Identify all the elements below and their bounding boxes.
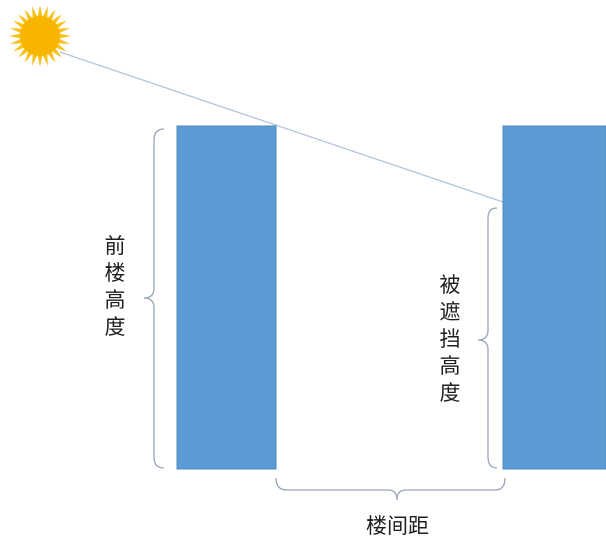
front-height-bracket [143,128,165,469]
front-building-height-label: 前楼高度 [104,234,126,339]
sunlight-line [59,51,504,203]
front-building [176,125,277,470]
sun-icon [9,5,71,67]
rear-building [502,125,606,470]
spacing-bracket [275,477,506,501]
shaded-height-label: 被遮挡高度 [439,273,461,405]
shaded-height-bracket [477,207,498,469]
building-spacing-label: 楼间距 [366,514,429,538]
